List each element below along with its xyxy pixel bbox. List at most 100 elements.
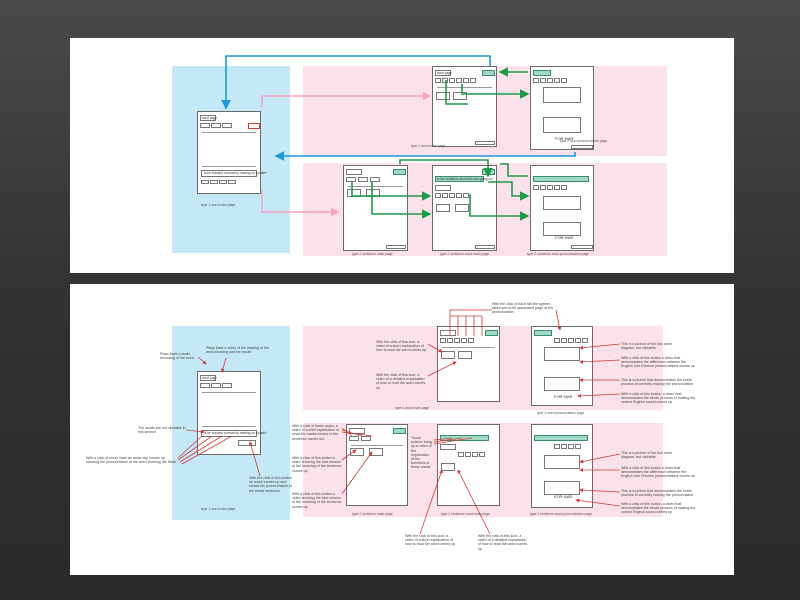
grid-cell bbox=[463, 193, 469, 198]
grid-cell bbox=[547, 78, 553, 83]
label-b-type1-word: type 1 word main page bbox=[201, 507, 236, 511]
sentence-box bbox=[346, 169, 362, 175]
label-type2-sent-word: type 2 sentence word main page bbox=[440, 252, 490, 256]
top-type2-word-page: word page bbox=[432, 66, 497, 147]
red-line-button-kind bbox=[341, 451, 373, 495]
pink-arrow-1 bbox=[261, 91, 432, 108]
word-box-b bbox=[211, 123, 221, 128]
label-type2-sent-word-pron: type 2 sentence word pronunciation page bbox=[527, 252, 590, 256]
grid-cell bbox=[435, 193, 441, 198]
red-line-click-1 bbox=[577, 393, 621, 398]
word-box bbox=[200, 383, 210, 388]
divider bbox=[437, 87, 492, 88]
divider bbox=[351, 445, 403, 446]
note-plays-audio: Plays back a audio recording of the word… bbox=[160, 352, 195, 361]
red-line-click-2 bbox=[575, 498, 621, 507]
word-box bbox=[361, 436, 371, 441]
top-type2-sent-word-page: Is the sentence about the sea going on? bbox=[432, 165, 497, 251]
pron-word: FOR MAR bbox=[555, 136, 574, 141]
grid-cell bbox=[456, 78, 462, 83]
grid-cell bbox=[575, 338, 581, 343]
red-line-plays-video bbox=[220, 357, 227, 373]
word-box-c bbox=[222, 123, 232, 128]
red-line-audio-clip-2 bbox=[177, 435, 213, 461]
grid-cell bbox=[582, 338, 588, 343]
picture-box bbox=[544, 347, 580, 361]
red-line-icon-detailed-2 bbox=[457, 469, 491, 535]
grid-cell bbox=[554, 185, 560, 190]
word-label: word page bbox=[437, 71, 452, 75]
small-box bbox=[238, 440, 256, 446]
top-type2-word-pron-page: FOR MAR bbox=[530, 66, 594, 150]
red-line-three-1 bbox=[433, 437, 453, 441]
teal-bar[interactable]: Is the sentence about the sea going on? bbox=[435, 176, 494, 182]
note-click-button-kind: With a click of this button a video show… bbox=[292, 492, 342, 509]
red-line-notes-1 bbox=[579, 359, 621, 364]
teal-bar[interactable] bbox=[440, 435, 489, 441]
teal-button[interactable] bbox=[485, 330, 498, 336]
green-arrow-7 bbox=[469, 194, 530, 221]
note-icon-detailed-2: With the click of this icon, a video of … bbox=[478, 534, 528, 551]
teal-button[interactable] bbox=[393, 428, 406, 434]
grid-cell bbox=[533, 78, 539, 83]
label-b-type2-sent-word: type 2 sentence word main page bbox=[441, 512, 491, 516]
small-box bbox=[228, 180, 236, 184]
note-picture-1: This is a picture of the two circle diag… bbox=[621, 342, 673, 351]
word-box bbox=[358, 177, 368, 182]
word-label: word page bbox=[202, 376, 217, 380]
teal-bar[interactable] bbox=[534, 435, 588, 441]
label-type2-sent: type 2 sentence main page bbox=[352, 252, 393, 256]
teal-bar[interactable] bbox=[533, 176, 589, 182]
note-click-video-2: With a click of this button, a video tha… bbox=[621, 502, 696, 515]
teal-button[interactable] bbox=[393, 169, 406, 175]
content-box bbox=[441, 463, 455, 471]
picture-box bbox=[543, 222, 581, 236]
red-line-icon-detailed-1 bbox=[427, 361, 457, 377]
note-icon-detailed-1: With the click of this icon, a video of … bbox=[376, 373, 426, 390]
pron-word: FOR MAR bbox=[554, 494, 573, 499]
grid-cell bbox=[435, 78, 441, 83]
label-b-type2-sent: type 2 sentence main page bbox=[352, 512, 393, 516]
grid-cell bbox=[440, 338, 446, 343]
grid-cell bbox=[479, 452, 485, 457]
grid-cell bbox=[472, 452, 478, 457]
teal-button[interactable] bbox=[482, 70, 495, 76]
picture-box bbox=[543, 117, 581, 133]
red-line-icon-short-1 bbox=[427, 343, 443, 353]
pron-word: FOR MAR bbox=[554, 394, 573, 399]
grid-cell bbox=[554, 338, 560, 343]
red-line-illus-2 bbox=[579, 488, 621, 493]
red-line-audio-clip-3 bbox=[179, 435, 223, 463]
red-line-these-1 bbox=[341, 427, 353, 437]
bottom-type1-word-page: word page Is he cracked a bread by readi… bbox=[197, 371, 267, 455]
note-audio-clip: With a click of every mark an audio clip… bbox=[86, 456, 176, 465]
word-box bbox=[211, 383, 221, 388]
divider bbox=[202, 426, 256, 427]
content-box bbox=[436, 92, 450, 100]
footer-box bbox=[386, 245, 406, 249]
red-line-these-3 bbox=[341, 431, 373, 437]
red-line-three-3 bbox=[433, 437, 473, 445]
picture-box bbox=[544, 481, 580, 495]
bottom-type2-word-page bbox=[437, 326, 500, 402]
red-line-icon-short-2 bbox=[419, 469, 443, 535]
green-arrow-9 bbox=[500, 163, 528, 177]
word-box bbox=[346, 177, 356, 182]
grid-cell bbox=[561, 444, 567, 449]
footer-box bbox=[571, 145, 593, 149]
bottom-type2-sent-word-pron-page: FOR MAR bbox=[531, 424, 593, 508]
teal-tab[interactable] bbox=[534, 330, 552, 336]
teal-tab[interactable] bbox=[533, 70, 551, 76]
grid-cell bbox=[454, 338, 460, 343]
divider bbox=[202, 392, 256, 393]
content-box bbox=[441, 351, 455, 359]
footer-box bbox=[571, 245, 593, 249]
grid-cell bbox=[568, 338, 574, 343]
label-b-type2-sent-word-pron: type 2 sentence word pronunciation page bbox=[530, 512, 593, 516]
grid-cell bbox=[468, 338, 474, 343]
top-type2-sent-page bbox=[343, 165, 408, 251]
blue-arrow-return bbox=[274, 151, 576, 161]
note-picture-illus-2: This is a picture that demonstrates the … bbox=[621, 489, 694, 498]
red-line-picture-1 bbox=[579, 343, 621, 350]
